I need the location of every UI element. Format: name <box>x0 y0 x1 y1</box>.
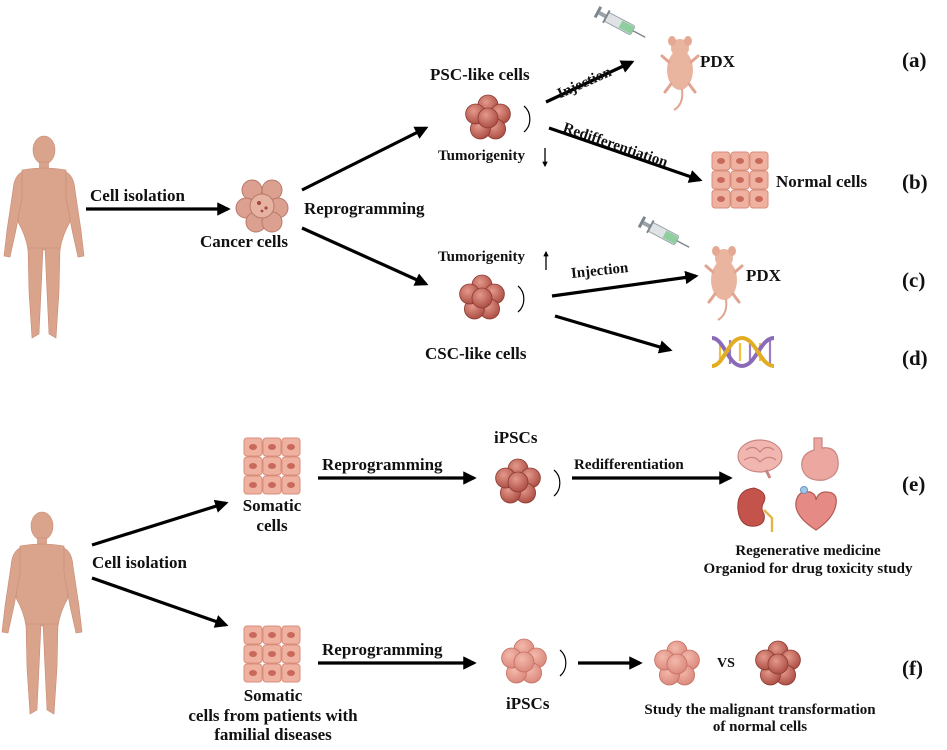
cancer-cell-cluster-icon <box>235 179 289 233</box>
stem-cell-colony-icon <box>465 94 531 140</box>
vs-label: VS <box>717 656 735 671</box>
study-label: Study the malignant transformation of no… <box>644 702 876 736</box>
stem-cell-colony-icon <box>755 640 801 686</box>
cell-isolation-label-top: Cell isolation <box>90 186 185 205</box>
reprogramming-label-e: Reprogramming <box>322 455 443 474</box>
somatic-patients-label: Somatic cells from patients with familia… <box>188 686 358 745</box>
psc-like-cells-label: PSC-like cells <box>430 65 530 84</box>
syringe-icon <box>636 214 694 255</box>
dna-icon <box>711 335 775 369</box>
csc-like-cells-label: CSC-like cells <box>425 344 527 363</box>
cell-grid-icon <box>244 438 300 494</box>
panel-label-f: (f) <box>902 656 923 680</box>
reprogramming-label-f: Reprogramming <box>322 640 443 659</box>
human-body-icon <box>3 135 85 339</box>
pdx-c-label: PDX <box>746 266 781 285</box>
mouse-icon <box>660 34 700 112</box>
somatic-cells-label: Somatic cells <box>242 496 302 535</box>
cell-grid-icon <box>244 626 300 682</box>
syringe-icon <box>592 4 650 45</box>
panel-label-b: (b) <box>902 170 928 194</box>
panel-label-e: (e) <box>902 472 926 496</box>
panel-label-d: (d) <box>902 346 928 370</box>
reprogramming-label-top: Reprogramming <box>304 199 425 218</box>
stem-cell-colony-icon <box>654 640 700 686</box>
brain-icon <box>737 439 783 479</box>
cell-grid-icon <box>712 152 768 208</box>
panel-label-a: (a) <box>902 48 927 72</box>
organoid-label: Organiod for drug toxicity study <box>703 561 913 577</box>
pdx-a-label: PDX <box>700 52 735 71</box>
stomach-icon <box>801 437 839 481</box>
tumorigenity-down-label: Tumorigenity <box>438 148 525 164</box>
arrows-bottom <box>91 471 733 670</box>
human-body-icon <box>1 511 83 715</box>
regen-medicine-label: Regenerative medicine <box>735 543 881 559</box>
ipscs-label-e: iPSCs <box>494 428 538 447</box>
stem-cell-colony-icon <box>459 274 525 320</box>
heart-icon <box>795 486 837 531</box>
cancer-cells-label: Cancer cells <box>200 232 288 251</box>
arrows-top <box>86 60 703 354</box>
redifferentiation-e-label: Redifferentiation <box>574 457 684 473</box>
stem-cell-colony-icon <box>495 458 561 504</box>
ipscs-label-f: iPSCs <box>506 694 550 713</box>
tumorigenity-up-label: Tumorigenity <box>438 249 525 265</box>
mouse-icon <box>704 244 744 322</box>
cell-isolation-label-bottom: Cell isolation <box>92 553 187 572</box>
normal-cells-label: Normal cells <box>776 172 868 191</box>
panel-label-c: (c) <box>902 268 926 292</box>
kidney-icon <box>737 487 774 532</box>
stem-cell-colony-icon <box>501 638 567 684</box>
